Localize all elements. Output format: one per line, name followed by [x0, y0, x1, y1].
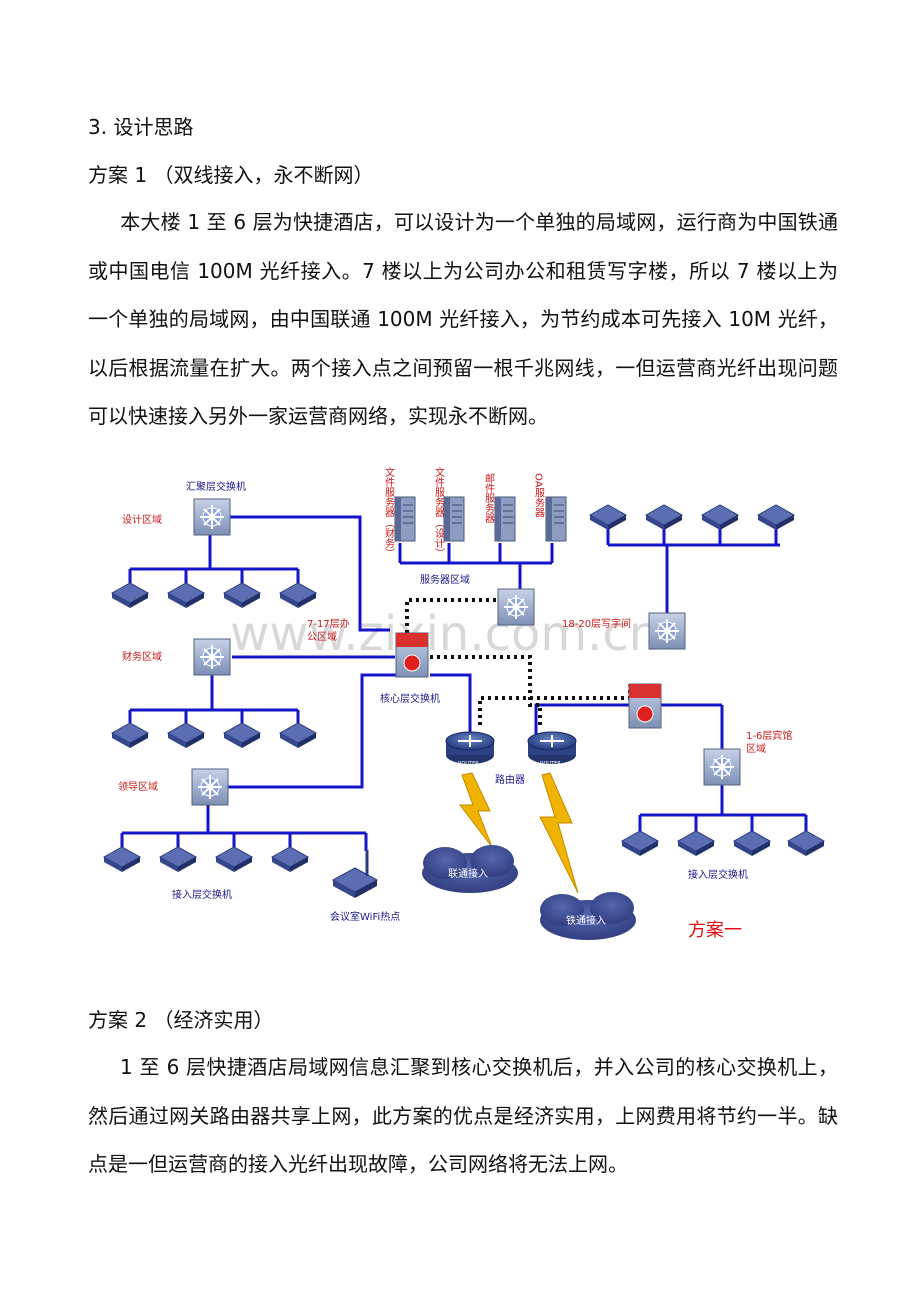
pc-icon	[621, 830, 659, 857]
leader-zone-label: 领导区域	[118, 780, 158, 793]
pc-icon	[677, 830, 715, 857]
agg-switch-label: 汇聚层交换机	[186, 480, 246, 493]
server-icon-finance	[394, 496, 416, 542]
office-zone-label-2: 公区域	[307, 630, 337, 643]
server-icon-mail	[494, 496, 516, 542]
pc-icon	[279, 582, 317, 609]
office-switch-icon	[648, 612, 686, 650]
hotel-access-switch-icon	[703, 748, 741, 786]
section-title: 3. 设计思路	[88, 115, 194, 139]
pc-icon	[215, 846, 253, 873]
pc-icon	[167, 582, 205, 609]
pc-group-office	[589, 504, 795, 531]
unicom-label: 联通接入	[448, 867, 488, 880]
cloud-tietong: 铁通接入	[540, 892, 636, 940]
router-tietong-icon	[527, 731, 577, 765]
router-label: 路由器	[495, 773, 525, 786]
server-label-finance: 文件服务器	[383, 466, 395, 518]
pc-group-hotel	[621, 830, 825, 857]
hotel-label-2: 区域	[746, 742, 766, 755]
agg-switch-finance-icon	[193, 638, 231, 676]
pc-icon	[701, 504, 739, 531]
pc-icon	[167, 722, 205, 749]
hotel-core-switch-icon	[628, 683, 662, 729]
pc-icon	[103, 846, 141, 873]
pc-icon	[645, 504, 683, 531]
pc-icon	[757, 504, 795, 531]
plan1-paragraph-text: 本大楼 1 至 6 层为快捷酒店，可以设计为一个单独的局域网，运行商为中国铁通或…	[88, 210, 838, 428]
tietong-label: 铁通接入	[566, 914, 606, 927]
office-zone-label-1: 7-17层办	[307, 617, 350, 630]
pc-icon	[159, 846, 197, 873]
pc-icon	[279, 722, 317, 749]
plan1-heading: 方案 1 （双线接入，永不断网）	[88, 163, 374, 187]
pc-group-finance	[111, 722, 317, 749]
hotel-label-1: 1-6层宾馆	[746, 729, 792, 742]
server-label-oa: OA服务器	[533, 473, 545, 518]
watermark: www.zixin.com.cn	[230, 606, 659, 662]
pc-icon	[733, 830, 771, 857]
pc-icon	[787, 830, 825, 857]
access-switch-left-label: 接入层交换机	[172, 888, 232, 901]
floor-18-20-label: 18-20层写字间	[562, 617, 631, 630]
agg-switch-leader-icon	[191, 768, 229, 806]
finance-zone-label: 财务区域	[122, 650, 162, 663]
server-switch-icon	[497, 588, 535, 626]
pc-group-leader	[103, 846, 309, 873]
pc-icon	[223, 722, 261, 749]
server-icon-oa	[545, 496, 567, 542]
server-label-design-sub: （设计）	[433, 518, 445, 558]
router-tag-2: ROUTER	[540, 761, 561, 767]
wifi-label: 会议室WiFi热点	[330, 910, 400, 923]
server-label-design: 文件服务器	[433, 466, 445, 518]
router-tag-1: ROUTER	[458, 761, 479, 767]
server-zone-label: 服务器区域	[420, 573, 470, 586]
server-label-finance-sub: （财务）	[383, 518, 395, 558]
pc-icon	[271, 846, 309, 873]
pc-icon	[223, 582, 261, 609]
core-switch-label: 核心层交换机	[380, 692, 440, 705]
pc-icon	[589, 504, 627, 531]
router-unicom-icon	[445, 731, 495, 765]
plan2-paragraph-text: 1 至 6 层快捷酒店局域网信息汇聚到核心交换机后，并入公司的核心交换机上，然后…	[88, 1055, 838, 1176]
agg-switch-design-icon	[193, 498, 231, 536]
cloud-unicom: 联通接入	[422, 845, 518, 893]
plan2-paragraph: 1 至 6 层快捷酒店局域网信息汇聚到核心交换机后，并入公司的核心交换机上，然后…	[88, 1043, 838, 1189]
lightning-icons	[458, 772, 579, 894]
access-switch-right-label: 接入层交换机	[688, 868, 748, 881]
server-label-mail: 邮件服务器	[483, 472, 495, 524]
wifi-ap-icon	[331, 850, 379, 898]
pc-icon	[111, 582, 149, 609]
network-diagram: www.zixin.com.cn	[103, 466, 825, 941]
pc-icon	[111, 722, 149, 749]
pc-group-design	[111, 582, 317, 609]
network-links	[120, 515, 808, 851]
server-icon-design	[443, 496, 465, 542]
plan1-paragraph: 本大楼 1 至 6 层为快捷酒店，可以设计为一个单独的局域网，运行商为中国铁通或…	[88, 198, 838, 441]
plan2-heading: 方案 2 （经济实用）	[88, 1008, 274, 1032]
core-switch-icon	[395, 632, 429, 678]
design-zone-label: 设计区域	[122, 513, 162, 526]
plan-tag: 方案一	[688, 920, 742, 941]
